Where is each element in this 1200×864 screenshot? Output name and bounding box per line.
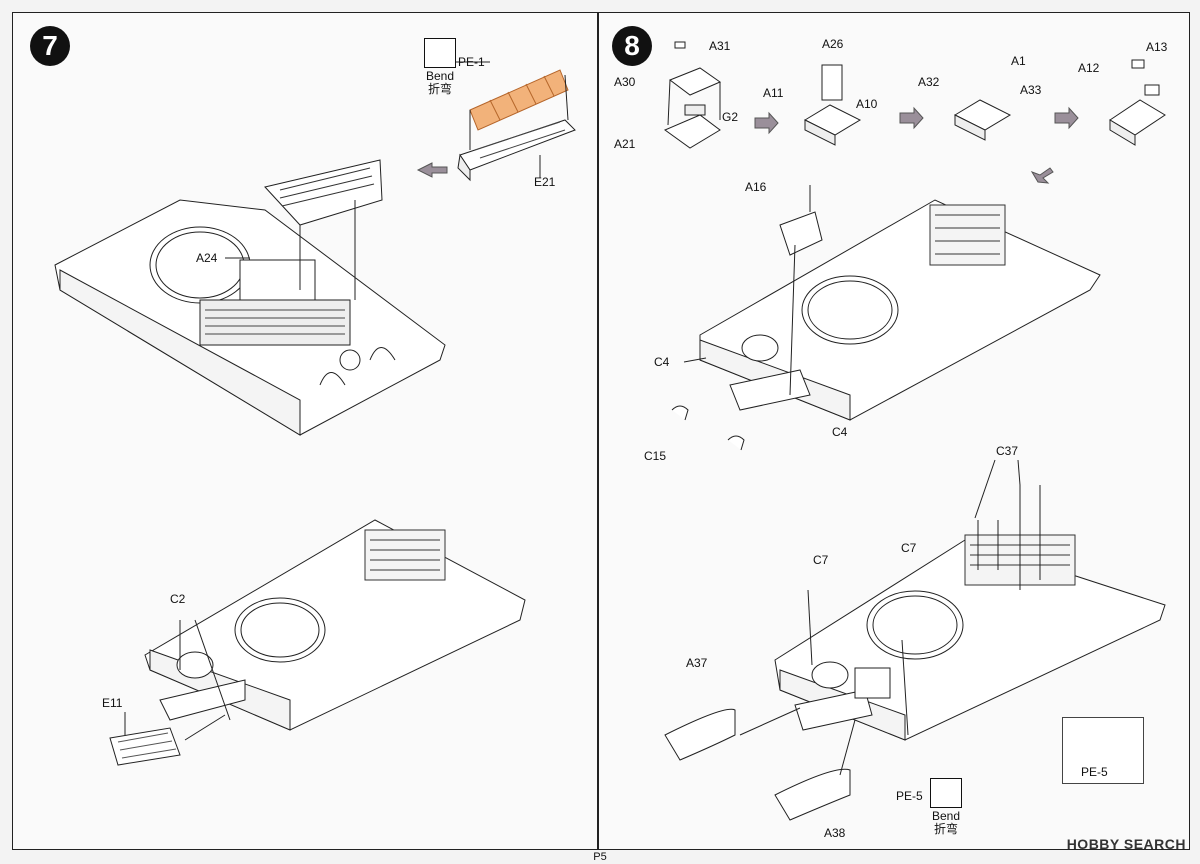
label-a21: A21 bbox=[614, 137, 636, 151]
label-g2: G2 bbox=[722, 110, 739, 124]
label-a24: A24 bbox=[196, 251, 218, 265]
label-a1: A1 bbox=[1011, 54, 1026, 68]
step8-flow-arrows bbox=[754, 106, 1079, 184]
bend-label-cn: 折弯 bbox=[427, 82, 452, 96]
step7-direction-arrow bbox=[416, 162, 448, 178]
bend-note-step7: Bend 折弯 bbox=[424, 38, 456, 96]
label-c15: C15 bbox=[644, 449, 667, 463]
bend-icon bbox=[424, 38, 456, 68]
label-a33: A33 bbox=[1020, 83, 1042, 97]
bend-label-cn: 折弯 bbox=[933, 822, 958, 836]
turret-subassembly bbox=[663, 41, 1166, 149]
label-a12: A12 bbox=[1078, 61, 1100, 75]
pe5-inset: PE-5 bbox=[1062, 717, 1144, 784]
label-c7-right: C7 bbox=[901, 541, 917, 555]
hull-step8-top bbox=[671, 185, 1101, 451]
label-a16: A16 bbox=[745, 180, 767, 194]
bend-icon bbox=[930, 778, 962, 808]
label-pe5-inset: PE-5 bbox=[1081, 765, 1108, 779]
watermark: HOBBY SEARCH bbox=[1066, 836, 1186, 852]
pe1-grille bbox=[469, 69, 569, 131]
label-a37: A37 bbox=[686, 656, 708, 670]
step-8-number: 8 bbox=[612, 26, 652, 66]
engine-deck-part bbox=[457, 119, 576, 182]
bend-note-step8: Bend 折弯 bbox=[930, 778, 962, 836]
step-7-number: 7 bbox=[30, 26, 70, 66]
page-number: P5 bbox=[593, 851, 607, 863]
bend-label-en: Bend bbox=[931, 809, 961, 823]
label-a26: A26 bbox=[822, 37, 844, 51]
label-pe1: PE-1 bbox=[458, 55, 485, 69]
label-a13: A13 bbox=[1146, 40, 1168, 54]
label-e11: E11 bbox=[102, 696, 123, 710]
label-a32: A32 bbox=[918, 75, 940, 89]
hull-step8-bottom bbox=[664, 459, 1166, 821]
bend-label-en: Bend bbox=[425, 69, 455, 83]
label-c4-bottom: C4 bbox=[832, 425, 848, 439]
label-c37: C37 bbox=[996, 444, 1019, 458]
label-pe5: PE-5 bbox=[896, 789, 923, 803]
label-a38: A38 bbox=[824, 826, 846, 840]
label-c2: C2 bbox=[170, 592, 186, 606]
label-a10: A10 bbox=[856, 97, 878, 111]
label-e21: E21 bbox=[534, 175, 556, 189]
label-a30: A30 bbox=[614, 75, 636, 89]
hull-step7-top bbox=[54, 159, 446, 436]
label-c7-left: C7 bbox=[813, 553, 829, 567]
label-a31: A31 bbox=[709, 39, 731, 53]
hull-step7-bottom bbox=[109, 519, 526, 766]
label-c4-top: C4 bbox=[654, 355, 670, 369]
label-a11: A11 bbox=[763, 86, 784, 100]
